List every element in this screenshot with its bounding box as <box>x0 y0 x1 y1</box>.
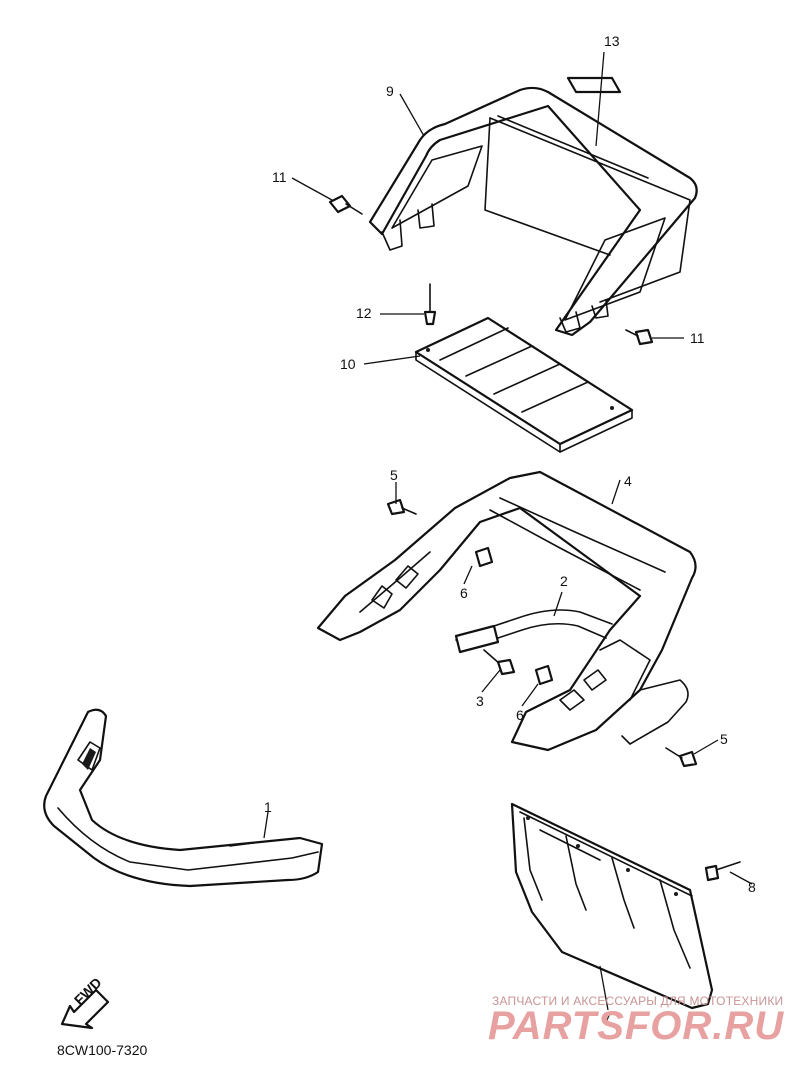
fender-bracket-part-2 <box>454 609 613 654</box>
nut-part-6-bottom <box>534 664 554 686</box>
fwd-arrow-icon: FWD <box>60 974 110 1030</box>
rivet-part-8 <box>704 861 741 882</box>
callout-13: 13 <box>604 33 620 49</box>
callout-8: 8 <box>748 879 756 895</box>
rear-rack-part-9 <box>368 86 698 337</box>
label-part-13 <box>566 76 622 94</box>
callout-10: 10 <box>340 356 356 372</box>
callout-11-right: 11 <box>690 330 705 346</box>
watermark-tagline: ЗАПЧАСТИ И АКСЕССУАРЫ ДЛЯ МОТОТЕХНИКИ <box>492 994 784 1008</box>
nut-part-6-top <box>474 546 494 568</box>
callout-12: 12 <box>356 305 372 321</box>
bolt-part-5-bottom <box>665 747 698 768</box>
bolt-part-5-top <box>386 498 417 516</box>
bolt-part-11-left <box>328 194 363 215</box>
diagram-code: 8CW100-7320 <box>57 1042 148 1058</box>
bolt-part-11-right <box>625 328 654 346</box>
watermark-logo: PARTSFOR.RU <box>488 1004 785 1048</box>
mud-flap-part-7 <box>510 802 714 1010</box>
callout-7: 7 <box>604 1009 612 1025</box>
callout-4: 4 <box>624 473 632 489</box>
rack-plate-part-10 <box>414 316 634 453</box>
callout-1: 1 <box>264 799 272 815</box>
callout-5-bottom: 5 <box>720 731 728 747</box>
callout-5-top: 5 <box>390 467 398 483</box>
callout-6-top: 6 <box>460 585 468 601</box>
callout-6-bottom: 6 <box>516 707 524 723</box>
callouts: 9 13 11 11 12 10 5 4 6 2 3 6 5 1 8 7 <box>264 33 756 1025</box>
callout-9: 9 <box>386 83 394 99</box>
callout-3: 3 <box>476 693 484 709</box>
leader-lines <box>263 51 753 1011</box>
callout-2: 2 <box>560 573 568 589</box>
bolt-part-3 <box>483 649 516 676</box>
callout-11-left: 11 <box>272 169 287 185</box>
front-bumper-part-1 <box>43 708 324 888</box>
rear-fender-part-4 <box>316 470 697 752</box>
rivet-part-12 <box>423 283 437 326</box>
